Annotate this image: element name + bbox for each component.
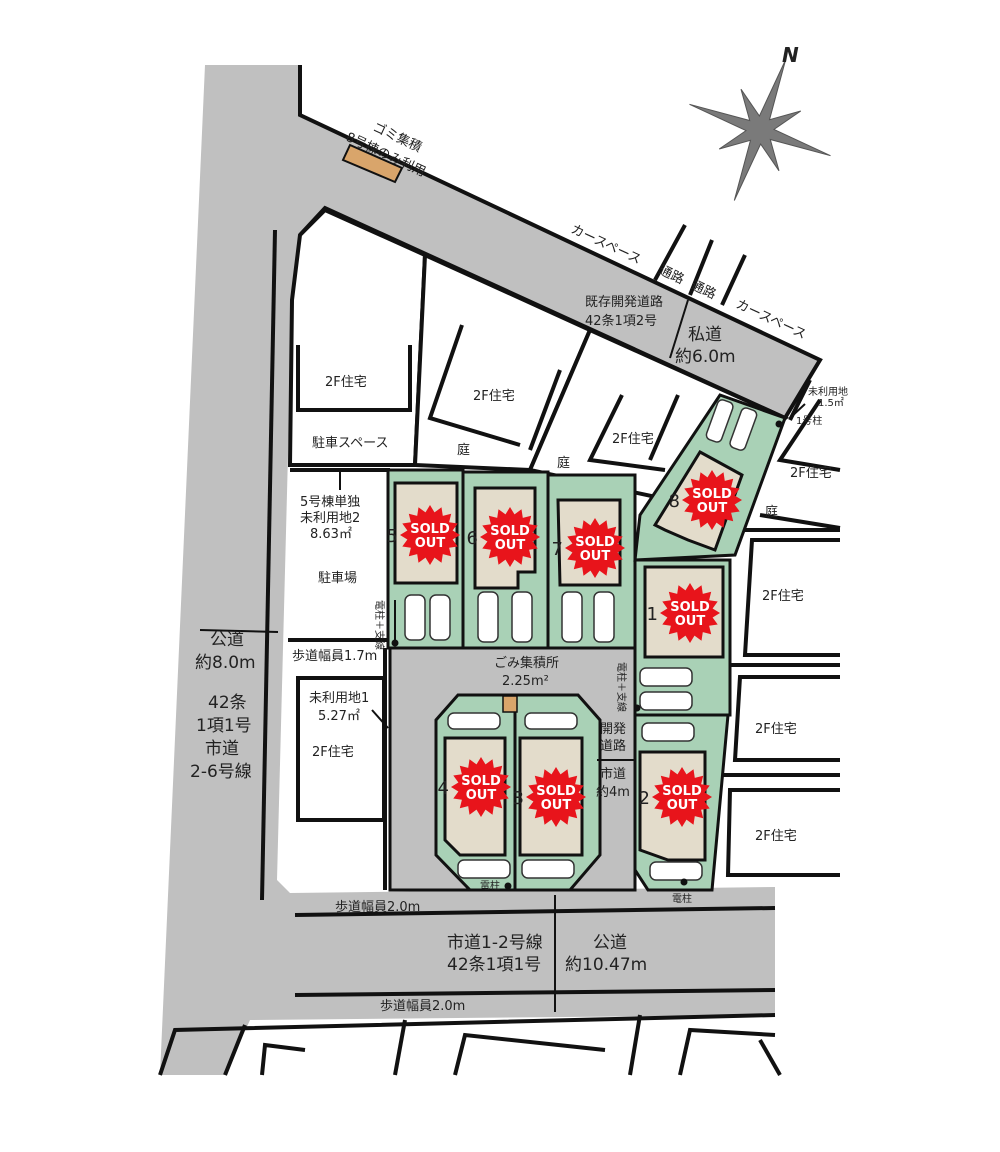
sold-out-text: SOLD [575,535,615,550]
private-road-name-2: 42条1項2号 [585,313,657,329]
sold-out-starburst [565,518,625,578]
inner-road-1: 開発 [600,722,626,737]
unused2-1: 5号棟単独 [300,494,360,510]
pole-label: 電柱 [672,892,692,905]
sold-out-starburst [480,507,540,567]
sold-out-text: OUT [675,614,706,629]
pole-label: 電柱 [480,879,500,892]
private-road-name-1: 既存開発道路 [585,294,663,310]
garden-label: 庭 [557,455,570,471]
garbage-inner-2: 2.25m² [502,674,549,689]
left-public-road [160,65,820,1075]
bottom-sidewalk-top: 歩道幅員2.0m [335,900,420,915]
unused-top-1: 未利用地 [808,385,848,398]
sold-out-starburst [526,767,586,827]
lot-number: 5 [387,526,398,547]
left-sidewalk: 歩道幅員1.7m [292,649,377,664]
garbage-collection-inner [502,695,518,713]
left-road-4: 2-6号線 [190,762,252,782]
parking-lot-label: 駐車場 [318,571,357,586]
inner-road-4: 約4m [596,785,630,800]
garden-label: 庭 [765,504,778,520]
garbage-collection-top [341,143,404,184]
carspace-dividers [653,224,747,306]
sold-out-text: OUT [667,798,698,813]
bottom-road-width: 約10.47m [565,955,647,975]
sold-out-starburst [660,583,720,643]
left-road-2: 1項1号 [196,716,252,736]
lot-number: 7 [552,539,563,560]
sold-out-text: SOLD [662,784,702,799]
sold-out-text: SOLD [490,524,530,539]
left-road-1: 42条 [208,693,247,713]
pole-1-label: 1号柱 [796,414,822,427]
neighbor-house: 2F住宅 [312,745,354,760]
bottom-road-type: 公道 [593,933,627,953]
sold-out-starburst [451,757,511,817]
sold-out-text: OUT [697,501,728,516]
sold-out-text: OUT [495,538,526,553]
sold-out-text: OUT [466,788,497,803]
sold-out-text: SOLD [670,600,710,615]
garden-label: 庭 [457,442,470,458]
private-road-width: 約6.0m [675,347,736,367]
sold-out-text: SOLD [536,784,576,799]
neighbor-house: 2F住宅 [790,466,832,481]
sold-out-text: OUT [415,536,446,551]
unused1-1: 未利用地1 [309,691,369,706]
cars [404,399,758,881]
inner-road-2: 道路 [600,738,626,754]
neighbor-house: 2F住宅 [325,375,367,390]
dimension-arrows [199,299,806,1012]
sold-out-starburst [652,767,712,827]
left-road-type: 公道 [210,630,244,650]
lot-number: 8 [669,491,680,512]
sold-out-text: SOLD [410,522,450,537]
left-road-width: 約8.0m [195,653,256,673]
bottom-sidewalk-bottom: 歩道幅員2.0m [380,999,465,1014]
lot-number: 3 [513,788,524,809]
sold-out-text: OUT [580,549,611,564]
neighbor-house: 2F住宅 [755,722,797,737]
left-road-3: 市道 [205,739,239,759]
lot-number: 1 [647,604,658,625]
sold-out-text: SOLD [692,487,732,502]
parking-space-label: 駐車スペース [312,436,388,451]
bottom-road-name-1: 市道1-2号線 [447,933,543,953]
bottom-road-name-2: 42条1項1号 [447,955,541,975]
neighbor-house: 2F住宅 [755,829,797,844]
neighbor-house: 2F住宅 [473,389,515,404]
unused-top-2: 1.5㎡ [818,397,844,409]
neighbor-house: 2F住宅 [612,432,654,447]
lot-number: 2 [639,788,650,809]
neighbor-house: 2F住宅 [762,589,804,604]
north-label: N [782,43,799,67]
compass-rose: N [689,43,831,201]
unused2-2: 未利用地2 [300,511,360,526]
compass-star-icon [689,59,831,201]
neighbor-lots [260,207,841,1076]
pole-support-label: 電柱＋支線 [615,662,628,712]
sold-out-text: SOLD [461,774,501,789]
inner-road-3: 市道 [600,766,626,782]
lot-number: 4 [438,778,449,799]
private-road-type: 私道 [688,325,722,345]
sold-out-text: OUT [541,798,572,813]
sold-out-starburst [400,505,460,565]
unused2-3: 8.63㎡ [310,527,352,542]
lot-number: 6 [467,528,478,549]
unused1-2: 5.27㎡ [318,709,360,724]
pole-support-label: 電柱＋支線 [373,600,386,650]
garbage-inner-1: ごみ集積所 [494,655,559,671]
sold-out-starburst [682,470,742,530]
